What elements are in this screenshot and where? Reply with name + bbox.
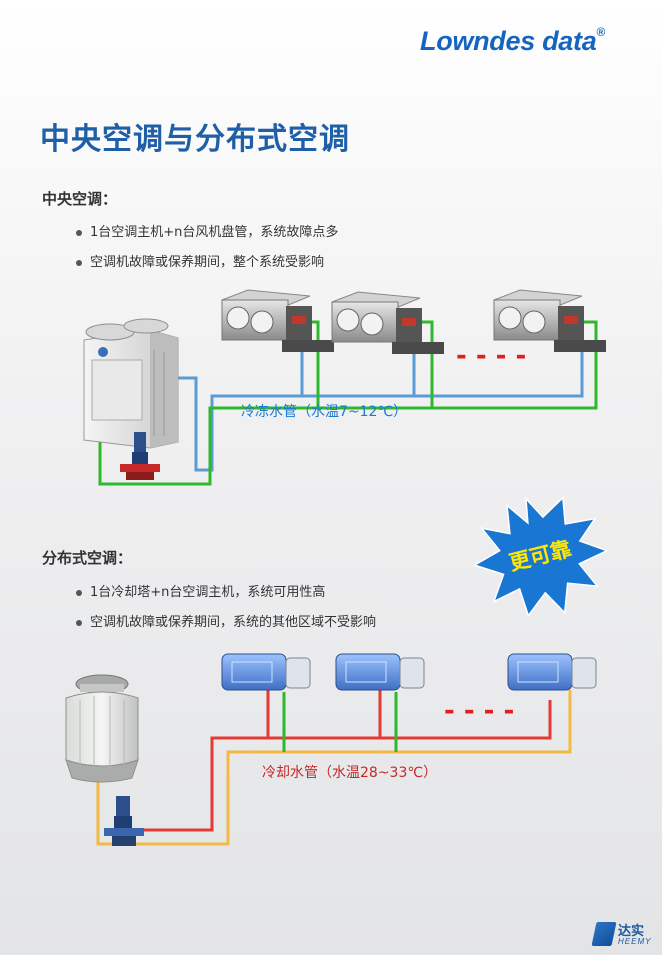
brand-name: Lowndes data — [420, 26, 597, 56]
chilled-water-pump — [120, 432, 160, 480]
ac-unit-3 — [507, 653, 597, 691]
cooling-tower — [65, 674, 139, 783]
distributed-bullet-2: 空调机故障或保养期间，系统的其他区域不受影响 — [76, 616, 376, 646]
fan-coil-unit-1 — [221, 289, 334, 352]
footer-logo: 达实 HEEMY — [591, 920, 656, 950]
fan-coil-unit-3 — [493, 289, 606, 352]
cooling-water-pump — [104, 796, 144, 846]
brand-logo: Lowndes data® — [420, 25, 605, 57]
central-bullets: 1台空调主机+n台风机盘管，系统故障点多 空调机故障或保养期间，整个系统受影响 — [76, 226, 338, 286]
distributed-bullets: 1台冷却塔+n台空调主机，系统可用性高 空调机故障或保养期间，系统的其他区域不受… — [76, 586, 376, 646]
distributed-bullet-1: 1台冷却塔+n台空调主机，系统可用性高 — [76, 586, 376, 616]
central-heading: 中央空调： — [42, 190, 118, 208]
central-bullet-1: 1台空调主机+n台风机盘管，系统故障点多 — [76, 226, 338, 256]
green-branch-2 — [418, 320, 434, 408]
ac-unit-1 — [221, 653, 311, 691]
ac-unit-2 — [335, 653, 425, 691]
chilled-water-label: 冷冻水管（水温7~12℃） — [241, 404, 408, 420]
central-ellipsis: - - - - — [456, 341, 526, 371]
page-title: 中央空调与分布式空调 — [40, 122, 350, 157]
distributed-ellipsis: - - - - — [444, 696, 514, 726]
registered-mark: ® — [596, 25, 605, 39]
footer-logo-mark-icon — [591, 922, 617, 946]
more-reliable-badge: 更可靠 — [472, 496, 609, 618]
green-return-pipe — [98, 320, 598, 486]
footer-logo-en: HEEMY — [618, 937, 652, 946]
cooling-water-label: 冷却水管（水温28~33℃） — [262, 765, 438, 781]
distributed-heading: 分布式空调： — [42, 549, 133, 567]
fan-coil-unit-2 — [331, 291, 444, 354]
footer-logo-cn: 达实 — [618, 924, 645, 939]
central-bullet-2: 空调机故障或保养期间，整个系统受影响 — [76, 256, 338, 286]
chiller-unit — [83, 318, 179, 449]
